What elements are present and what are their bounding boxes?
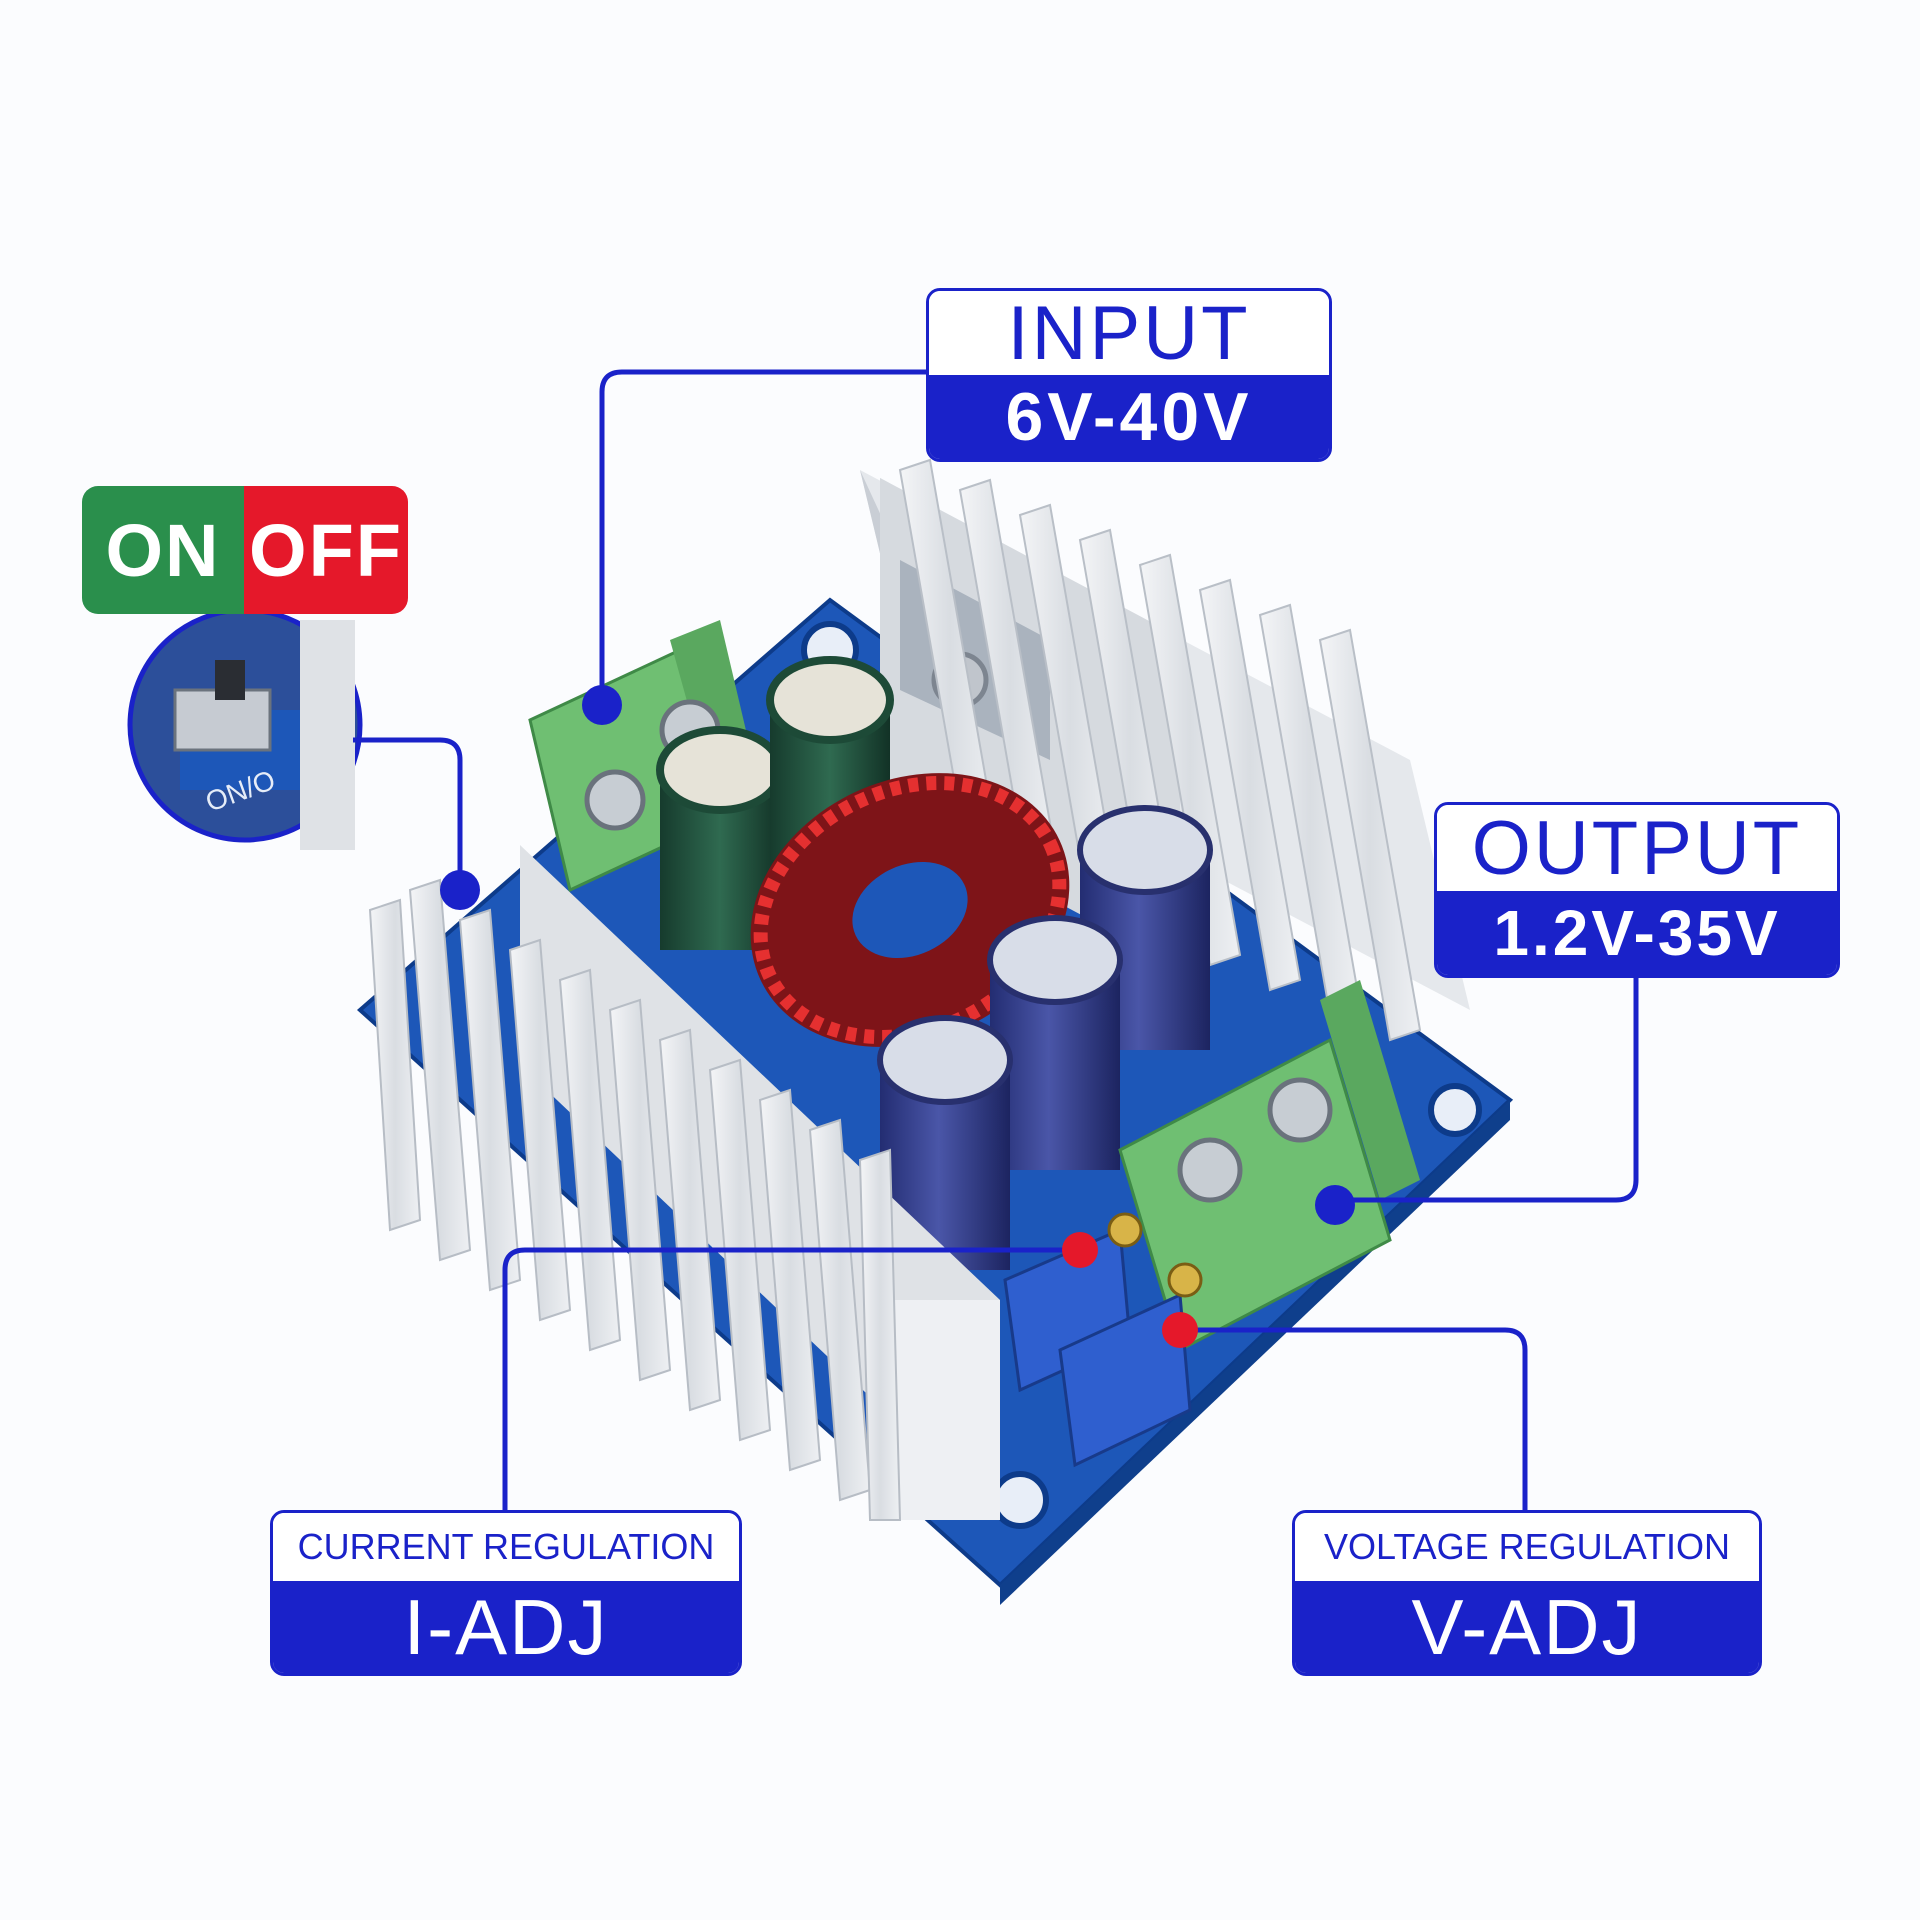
output-callout: OUTPUT 1.2V-35V: [1434, 802, 1840, 978]
input-marker-dot: [582, 685, 622, 725]
switch-marker-dot: [440, 870, 480, 910]
current-regulation-callout: CURRENT REGULATION I-ADJ: [270, 1510, 742, 1676]
potentiometers: [1003, 1212, 1203, 1468]
off-label: OFF: [244, 486, 408, 614]
input-title: INPUT: [929, 291, 1329, 376]
input-range: 6V-40V: [929, 375, 1329, 459]
input-capacitors: [656, 656, 894, 950]
switch-inset: [127, 607, 363, 850]
output-range: 1.2V-35V: [1437, 891, 1837, 975]
heatsink-left-fins: [368, 878, 902, 1521]
output-title: OUTPUT: [1437, 805, 1837, 891]
on-label: ON: [82, 486, 244, 614]
i-adj-label: I-ADJ: [273, 1581, 739, 1673]
current-regulation-title: CURRENT REGULATION: [273, 1513, 739, 1581]
v-adj-marker-dot: [1162, 1312, 1198, 1348]
v-adj-label: V-ADJ: [1295, 1581, 1759, 1673]
i-adj-marker-dot: [1062, 1232, 1098, 1268]
output-marker-dot: [1315, 1185, 1355, 1225]
voltage-regulation-callout: VOLTAGE REGULATION V-ADJ: [1292, 1510, 1762, 1676]
mount-hole: [991, 1471, 1049, 1529]
input-callout: INPUT 6V-40V: [926, 288, 1332, 462]
output-capacitors: [877, 805, 1213, 1270]
voltage-regulation-title: VOLTAGE REGULATION: [1295, 1513, 1759, 1581]
mount-hole: [1428, 1083, 1482, 1137]
on-off-badge: ON OFF: [82, 486, 408, 614]
connector-lines: [353, 369, 1639, 1510]
